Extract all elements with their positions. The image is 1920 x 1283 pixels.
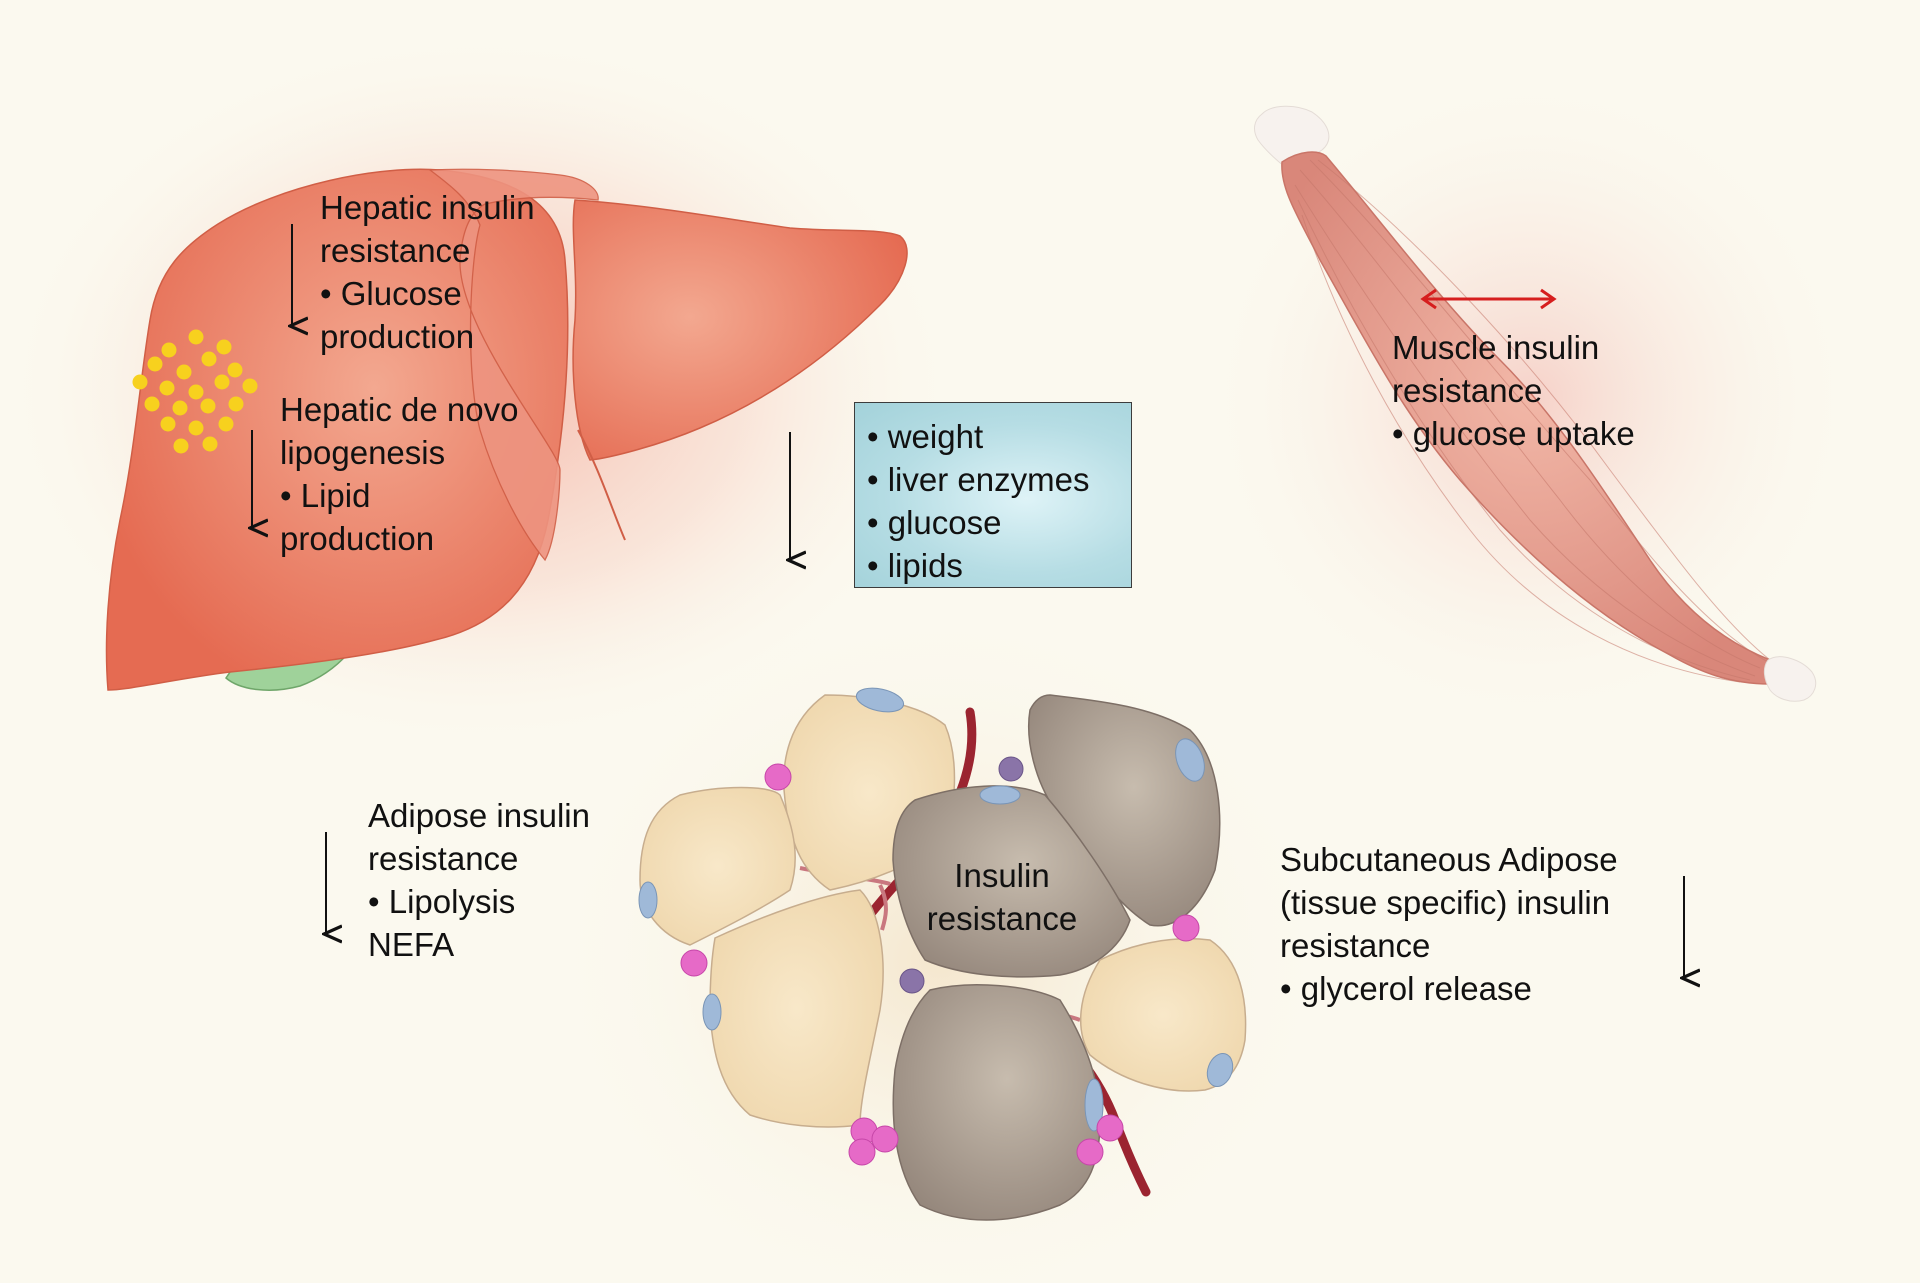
muscle-line-1: Muscle insulin bbox=[1392, 329, 1600, 366]
dnl-line-4: production bbox=[280, 520, 435, 557]
muscle-arrow-left-head bbox=[1420, 288, 1437, 310]
outcome-lipids: • lipids bbox=[867, 547, 963, 584]
lipid-droplets bbox=[132, 329, 258, 454]
muscle-fibers bbox=[1294, 159, 1771, 683]
liver-right-lobe bbox=[572, 199, 908, 461]
dnl-line-1: Hepatic de novo bbox=[280, 391, 519, 428]
adipose-insulin-resistance-label: Adipose insulin resistance • Lipolysis N… bbox=[368, 794, 590, 966]
macrophages bbox=[680, 756, 1200, 1166]
muscle-arrow-right-head bbox=[1540, 288, 1557, 310]
hepatic-dnl-label: Hepatic de novo lipogenesis • Lipid prod… bbox=[280, 388, 519, 560]
muscle-line-2: resistance bbox=[1392, 372, 1543, 409]
muscle-line-3: • glucose uptake bbox=[1392, 415, 1635, 452]
adipose-line-1: Adipose insulin bbox=[368, 797, 590, 834]
subq-line-4: • glycerol release bbox=[1280, 970, 1532, 1007]
subq-line-3: resistance bbox=[1280, 927, 1431, 964]
subq-line-2: (tissue specific) insulin bbox=[1280, 884, 1611, 921]
adipocyte-dark-bottom bbox=[892, 984, 1101, 1221]
outcome-glucose: • glucose bbox=[867, 504, 1002, 541]
adipocyte-dark-center bbox=[892, 785, 1131, 978]
center-line-1: Insulin bbox=[954, 857, 1050, 894]
hepatic-insulin-resistance-label: Hepatic insulin resistance • Glucose pro… bbox=[320, 186, 535, 358]
muscle-tendon-bottom bbox=[1763, 656, 1817, 702]
muscle-insulin-resistance-label: Muscle insulin resistance • glucose upta… bbox=[1392, 326, 1635, 455]
adipose-line-2: resistance bbox=[368, 840, 519, 877]
outcome-liver-enzymes: • liver enzymes bbox=[867, 461, 1090, 498]
subcutaneous-adipose-label: Subcutaneous Adipose (tissue specific) i… bbox=[1280, 838, 1618, 1010]
adipocyte-light-left bbox=[639, 786, 796, 946]
adipocyte-nuclei bbox=[638, 687, 1234, 1132]
outcome-weight: • weight bbox=[867, 418, 984, 455]
adipocyte-dark-top-right bbox=[1027, 694, 1221, 927]
dnl-line-2: lipogenesis bbox=[280, 434, 446, 471]
center-insulin-resistance-label: Insulin resistance bbox=[912, 854, 1092, 940]
liver-ligament bbox=[428, 168, 599, 562]
liver-fissure bbox=[577, 429, 626, 541]
subq-line-1: Subcutaneous Adipose bbox=[1280, 841, 1618, 878]
hepatic-ir-line-3: • Glucose bbox=[320, 275, 462, 312]
dnl-line-3: • Lipid bbox=[280, 477, 371, 514]
hepatic-ir-line-4: production bbox=[320, 318, 475, 355]
down-arrows bbox=[252, 224, 1684, 978]
hepatic-ir-line-1: Hepatic insulin bbox=[320, 189, 535, 226]
hepatic-ir-line-2: resistance bbox=[320, 232, 471, 269]
center-line-2: resistance bbox=[926, 900, 1078, 937]
adipose-line-3: • Lipolysis bbox=[368, 883, 516, 920]
outcomes-box: • weight • liver enzymes • glucose • lip… bbox=[854, 402, 1132, 588]
adipose-line-4: NEFA bbox=[368, 926, 455, 963]
